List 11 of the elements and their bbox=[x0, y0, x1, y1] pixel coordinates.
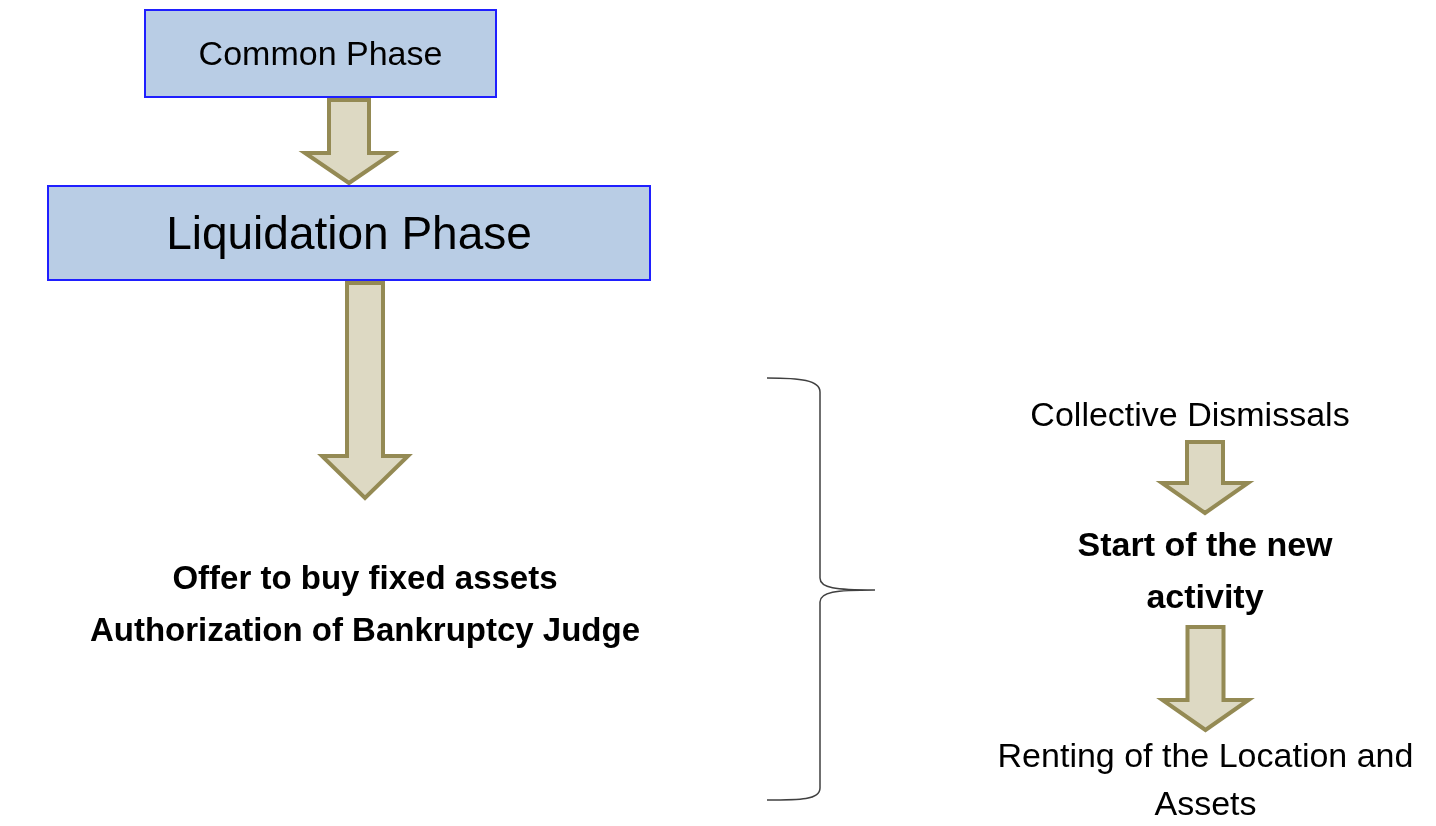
block-arrow bbox=[1156, 625, 1255, 733]
step-text: Renting of the Location and Assets bbox=[996, 735, 1415, 824]
step-text: Offer to buy fixed assets bbox=[172, 558, 558, 598]
step-text: Authorization of Bankruptcy Judge bbox=[90, 610, 640, 650]
phase-box: Liquidation Phase bbox=[47, 185, 651, 281]
step-text: Start of the new activity bbox=[1076, 524, 1334, 617]
phase-box: Common Phase bbox=[144, 9, 497, 98]
step-text: Collective Dismissals bbox=[1030, 393, 1350, 435]
block-arrow bbox=[317, 281, 413, 501]
block-arrow bbox=[298, 98, 400, 186]
block-arrow bbox=[1155, 440, 1255, 516]
